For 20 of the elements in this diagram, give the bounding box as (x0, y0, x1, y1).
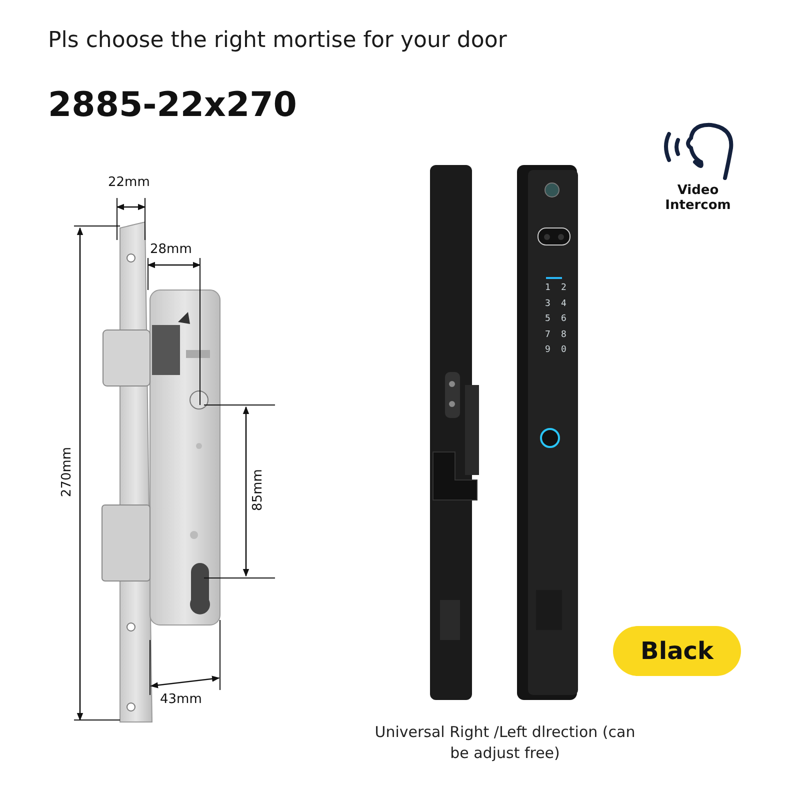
model-number: 2885-22x270 (48, 88, 297, 122)
keypad-digit: 4 (561, 300, 566, 308)
page-title: Pls choose the right mortise for your door (48, 28, 507, 53)
keypad-digit: 1 (545, 284, 550, 293)
dimension-label: 85mm (252, 469, 264, 511)
keypad-digit: 8 (561, 330, 566, 340)
dimension-label: 28mm (150, 243, 192, 256)
dimension-label: 270mm (60, 446, 74, 498)
keypad-digit: 0 (561, 346, 566, 355)
keypad-digit: 7 (545, 330, 550, 340)
feature-label: Video Intercom (664, 184, 732, 214)
keypad-digit: 9 (545, 346, 550, 355)
keypad-digit: 3 (545, 300, 550, 308)
dimension-label: 43mm (160, 693, 202, 706)
color-badge: Black (613, 626, 741, 676)
caption: Universal Right /Left dlrection (can be adjust free) (374, 722, 636, 764)
keypad-digit: 2 (561, 284, 566, 293)
keypad-digit: 6 (561, 315, 566, 324)
dimension-label: 22mm (108, 176, 150, 189)
keypad-digit: 5 (545, 315, 550, 324)
